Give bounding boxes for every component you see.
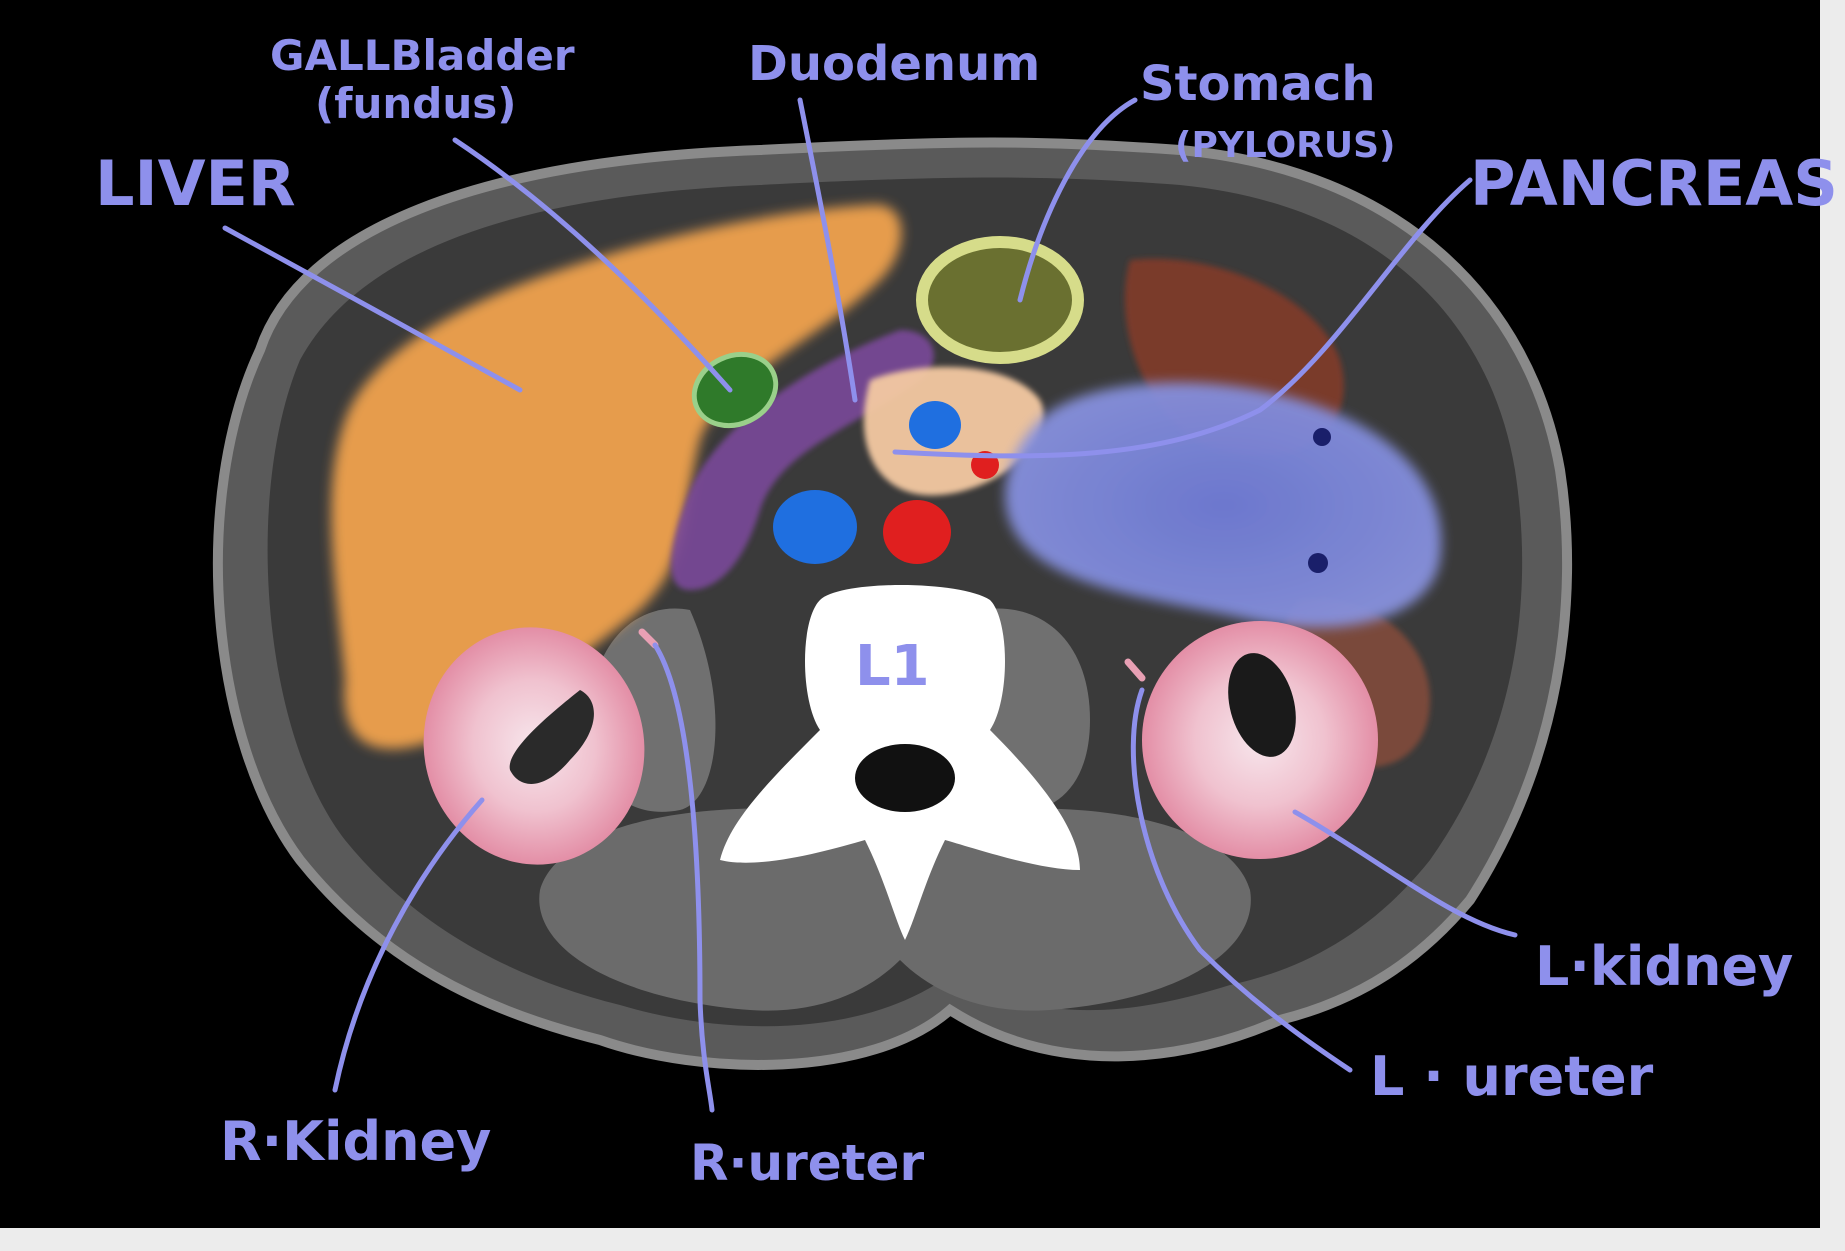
aorta <box>883 500 951 564</box>
label-l-ureter: L · ureter <box>1370 1045 1654 1108</box>
label-stomach-line2: (PYLORUS) <box>1175 125 1396 166</box>
label-r-kidney: R·Kidney <box>220 1110 491 1173</box>
left-ureter <box>1124 658 1146 682</box>
leader-liver <box>222 225 523 393</box>
label-stomach-line1: Stomach <box>1140 56 1376 112</box>
leader-r-ureter <box>652 642 715 1113</box>
label-vertebra: L1 <box>855 634 930 699</box>
right-kidney-hilum <box>509 690 594 784</box>
label-duodenum: Duodenum <box>748 36 1040 92</box>
label-pancreas: PANCREAS <box>1470 147 1838 220</box>
leader-duodenum <box>797 97 858 403</box>
stomach <box>916 236 1084 364</box>
leader-l-ureter <box>1130 687 1353 1073</box>
pancreas-body <box>1005 382 1442 628</box>
label-gallbladder-line1: GALLBladder <box>270 31 575 80</box>
label-gallbladder-line2: (fundus) <box>315 79 516 128</box>
label-liver: LIVER <box>95 147 296 220</box>
leader-gallbladder <box>452 137 733 393</box>
ivc <box>773 490 857 564</box>
leader-pancreas <box>892 177 1473 459</box>
leader-r-kidney <box>332 797 485 1093</box>
leader-l-kidney <box>1292 809 1518 938</box>
pancreas-duct-spot <box>1313 428 1331 446</box>
leader-stomach <box>1017 97 1138 303</box>
label-r-ureter: R·ureter <box>690 1134 924 1192</box>
right-ureter <box>638 628 659 649</box>
spinal-canal <box>855 744 955 812</box>
left-kidney-hilum <box>1228 653 1296 757</box>
pancreas-duct-spot <box>1308 553 1328 573</box>
portal-vein <box>909 401 961 449</box>
liver <box>331 204 902 749</box>
label-l-kidney: L·kidney <box>1535 935 1793 998</box>
